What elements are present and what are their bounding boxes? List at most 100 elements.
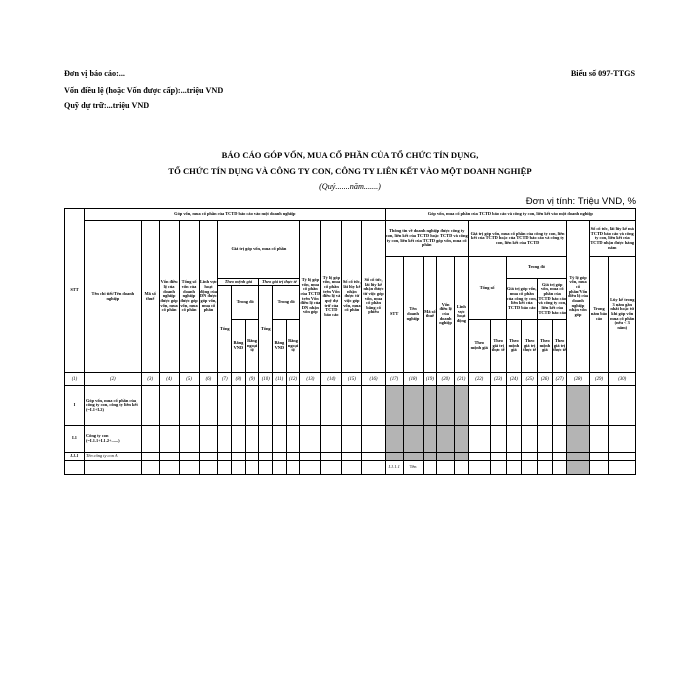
header-row-4: Theo mệnh giá Theo giá trị thực tế Giá t… (65, 278, 636, 321)
table-cell (566, 385, 590, 426)
table-cell (489, 451, 507, 462)
report-title-line2: TỔ CHỨC TÍN DỤNG VÀ CÔNG TY CON, CÔNG TY… (168, 166, 532, 176)
right-group-header: Góp vốn, mua cổ phần của TCTD báo cáo và… (384, 207, 637, 222)
table-cell (422, 451, 438, 462)
column-index-cell: (30) (608, 371, 636, 387)
r-tax-header: Mã số thuế (422, 255, 438, 373)
r-stt-header: STT (384, 255, 404, 373)
table-cell (198, 385, 219, 426)
table-cell (341, 385, 363, 426)
r-sub-tctd-book-header: Theo giá trị thực tế (551, 319, 568, 373)
table-cell (361, 451, 386, 462)
row-stt: I (64, 385, 85, 426)
column-index-cell: (11) (272, 371, 287, 387)
table-cell (521, 451, 539, 462)
table-cell (402, 385, 424, 426)
table-cell (521, 460, 539, 475)
table-cell (158, 451, 180, 462)
table-cell (551, 460, 568, 475)
table-cell (258, 424, 274, 453)
table-cell (299, 460, 322, 475)
table-cell (158, 385, 180, 426)
form-number: Biểu số 097-TTGS (570, 69, 635, 78)
table-cell (489, 424, 507, 453)
table-cell (244, 451, 260, 462)
header-row-5: Tổng Trong đó Tổng Trong đó (65, 285, 636, 373)
row-stt: I.1.1 (64, 451, 85, 462)
table-cell (198, 424, 219, 453)
r-total-par-header: Theo mệnh giá (467, 319, 491, 373)
column-index-cell: (5) (178, 371, 200, 387)
table-cell (341, 424, 363, 453)
table-cell (454, 385, 469, 426)
business-field-header: Lĩnh vực hoạt động của DN được góp vốn, … (198, 220, 219, 373)
table-cell (140, 460, 160, 475)
column-index-cell: (29) (588, 371, 610, 387)
table-cell (467, 460, 491, 475)
table-cell (320, 451, 343, 462)
row-name: Tên công ty con A (83, 451, 142, 462)
column-index-cell: (22) (467, 371, 491, 387)
r-field-header: Lĩnh vực hoạt động (454, 255, 469, 373)
column-index-cell: (25) (521, 371, 539, 387)
table-cell (566, 451, 590, 462)
table-cell (537, 385, 553, 426)
column-index-cell: (17) (384, 371, 404, 387)
r-sub-co-par-header: Theo mệnh giá (505, 319, 523, 373)
table-cell (299, 451, 322, 462)
reserve-fund: Quỹ dự trữ:...triệu VND (64, 101, 150, 110)
table-cell (285, 460, 301, 475)
table-cell (505, 424, 523, 453)
table-cell (217, 424, 233, 453)
table-cell (140, 451, 160, 462)
column-index-cell: (8) (231, 371, 246, 387)
table-cell (285, 385, 301, 426)
table-cell (83, 460, 142, 475)
table-cell (521, 424, 539, 453)
column-index-cell: (14) (320, 371, 343, 387)
table-cell (436, 385, 456, 426)
table-cell (231, 460, 246, 475)
column-index-cell: (3) (140, 371, 160, 387)
header-row-3: STT Tên doanh nghiệp Mã số thuế Vốn điều… (65, 255, 636, 373)
table-cell (361, 460, 386, 475)
table-cell (140, 385, 160, 426)
table-cell (467, 451, 491, 462)
column-index-cell: (13) (299, 371, 322, 387)
table-cell (272, 385, 287, 426)
table-cell (285, 424, 301, 453)
column-index-cell: (6) (198, 371, 219, 387)
charter-capital: Vốn điều lệ (hoặc Vốn được cấp):...triệu… (64, 86, 224, 95)
r-cumulative-header: Lũy kế trong 3 năm gần nhất hoặc từ khi … (608, 255, 636, 373)
column-index-cell: (4) (158, 371, 180, 387)
table-cell (505, 385, 523, 426)
table-cell (198, 451, 219, 462)
book-fx-header: Bằng ngoại tệ (285, 319, 301, 373)
table-cell (217, 385, 233, 426)
value-group-header: Giá trị góp vốn, mua cổ phần (217, 220, 301, 280)
column-index-cell: (15) (341, 371, 363, 387)
r-sub-co-book-header: Theo giá trị thực tế (521, 319, 539, 373)
r-ratio-header: Tỷ lệ góp vốn, mua cổ phần/Vốn điều lệ c… (566, 220, 590, 373)
column-index-cell: (10) (258, 371, 274, 387)
table-cell (272, 451, 287, 462)
left-group-header: Góp vốn, mua cổ phần của TCTD báo cáo và… (83, 207, 386, 222)
column-index-cell: (18) (402, 371, 424, 387)
r-sub-co-header: Giá trị góp vốn, mua cổ phần của công ty… (505, 278, 539, 321)
par-vnd-header: Bằng VND (231, 319, 246, 373)
column-index-cell: (7) (217, 371, 233, 387)
table-cell (272, 424, 287, 453)
book-total-header: Tổng (258, 285, 274, 373)
table-cell (521, 385, 539, 426)
table-cell (158, 460, 180, 475)
book-vnd-header: Bằng VND (272, 319, 287, 373)
table-cell (422, 385, 438, 426)
r-charter-header: Vốn điều lệ của doanh nghiệp (436, 255, 456, 373)
unit-label: Đơn vị tính: Triệu VND, % (525, 196, 636, 207)
table-cell (244, 385, 260, 426)
table-cell (361, 385, 386, 426)
column-index-cell: (26) (537, 371, 553, 387)
r-in-year-header: Trong năm báo cáo (588, 255, 610, 373)
